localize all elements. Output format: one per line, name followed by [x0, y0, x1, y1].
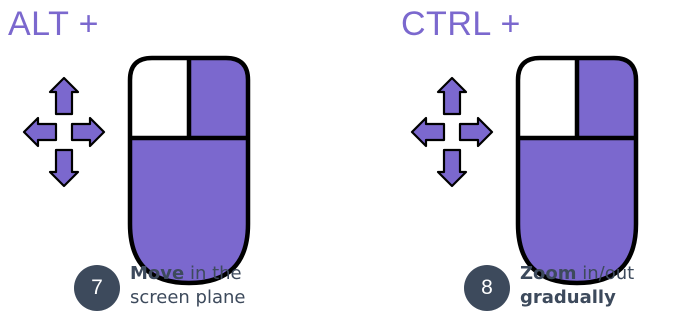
mouse-right-button [577, 58, 636, 138]
step-number-badge: 8 [464, 265, 510, 311]
action-verb: Move [130, 263, 185, 284]
modifier-key-label: ALT + [8, 5, 100, 43]
alt-move-panel: ALT + 7 Move in the screen plane [8, 5, 251, 311]
caption-text: screen plane [130, 287, 246, 308]
mouse-icon [127, 55, 251, 286]
caption-text: in the [184, 263, 242, 284]
caption-text: in/out [576, 263, 635, 284]
action-caption: Zoom in/out gradually [520, 262, 634, 310]
four-way-arrows-icon [410, 76, 494, 188]
mouse-icon [515, 55, 639, 286]
modifier-key-label: CTRL + [401, 5, 521, 43]
mouse-left-button [518, 58, 577, 138]
action-verb: Zoom [520, 263, 577, 284]
mouse-left-button [130, 58, 189, 138]
mouse-right-button [189, 58, 248, 138]
step-number-badge: 7 [74, 265, 120, 311]
ctrl-zoom-panel: CTRL + 8 Zoom in/out gradually [344, 0, 688, 327]
four-way-arrows-icon [22, 76, 106, 188]
action-caption: Move in the screen plane [130, 262, 246, 310]
action-modifier: gradually [520, 287, 616, 308]
